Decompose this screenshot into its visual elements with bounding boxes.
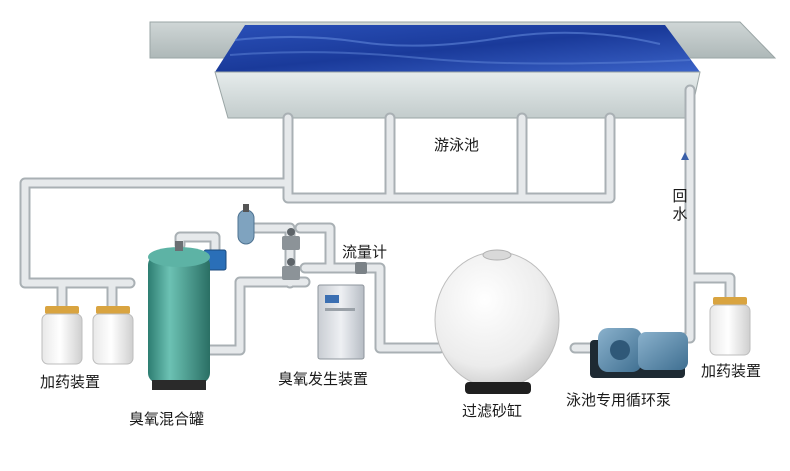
dosing-unit-right — [709, 297, 751, 356]
return-arrow-icon — [681, 152, 689, 160]
pool-label: 游泳池 — [434, 136, 480, 154]
flow-meter-device — [355, 262, 367, 274]
dosing-unit-left-1 — [41, 306, 83, 365]
expansion-vessel — [237, 204, 255, 245]
return-water-label: 回水 — [672, 187, 688, 223]
sand-filter — [434, 249, 560, 394]
ozone-generator-label: 臭氧发生装置 — [278, 370, 369, 388]
flow-meter-label: 流量计 — [342, 243, 388, 261]
dosing-unit-left-2 — [92, 306, 134, 365]
dosing-right-label: 加药装置 — [701, 362, 762, 380]
pipe-network — [19, 84, 736, 356]
ozone-tank-label: 臭氧混合罐 — [129, 410, 205, 428]
pipe-valves — [282, 228, 367, 280]
sand-filter-label: 过滤砂缸 — [462, 402, 523, 420]
pump-label: 泳池专用循环泵 — [566, 391, 672, 409]
ozone-mixing-tank — [148, 241, 210, 390]
ozone-generator — [317, 284, 365, 360]
dosing-left-label: 加药装置 — [40, 373, 101, 391]
circulation-pump — [590, 328, 688, 378]
swimming-pool — [149, 21, 777, 119]
